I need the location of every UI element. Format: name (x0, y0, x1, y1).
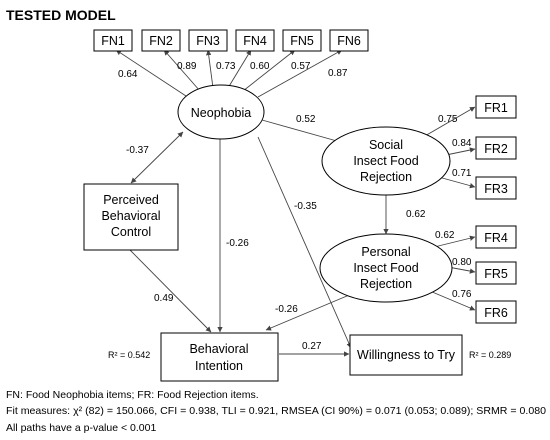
fn4-label: FN4 (243, 34, 267, 48)
fr4-label: FR4 (484, 231, 508, 245)
fr1-box (475, 95, 517, 119)
fn-loadings: 0.64 0.89 0.73 0.60 0.57 0.87 (118, 61, 348, 80)
social-label-line1: Social (369, 138, 403, 152)
fn4-box (235, 29, 275, 52)
fr2-box (475, 136, 517, 160)
fr-items: FR1 FR2 FR3 FR4 FR5 FR6 (475, 95, 517, 324)
path-pbc-bi (129, 249, 212, 333)
path-neo-fn2 (163, 49, 201, 92)
path-neo-wtt (257, 136, 352, 349)
pbc-label-line2: Behavioral (101, 209, 160, 223)
path-neo-fn4 (227, 49, 252, 89)
fr5-box (475, 261, 517, 285)
personal-label-line3: Rejection (360, 277, 412, 291)
fn1-label: FN1 (101, 34, 125, 48)
fn6-label: FN6 (337, 34, 361, 48)
coef-pbc-bi: 0.49 (154, 293, 174, 304)
footnote-fit: Fit measures: χ² (82) = 150.066, CFI = 0… (6, 405, 546, 417)
bi-label-line1: Behavioral (189, 342, 248, 356)
r2-bi: R² = 0.542 (108, 350, 150, 360)
loading-fr1: 0.75 (438, 114, 458, 125)
fn1-box (93, 29, 133, 52)
footnote-pvalue: All paths have a p-value < 0.001 (6, 422, 156, 434)
coef-neo-bi: -0.26 (226, 238, 249, 249)
pbc-node (83, 183, 179, 251)
bi-label-line2: Intention (195, 359, 243, 373)
social-label-line2: Insect Food (353, 154, 418, 168)
fn5-box (282, 29, 322, 52)
structural-paths (129, 119, 389, 357)
loading-fr3: 0.71 (452, 168, 472, 179)
coef-neo-pbc: -0.37 (126, 145, 149, 156)
path-neo-fn1 (115, 49, 187, 97)
fr4-box (475, 225, 517, 249)
neophobia-node (177, 84, 265, 140)
fn5-label: FN5 (290, 34, 314, 48)
coef-neo-social: 0.52 (296, 114, 316, 125)
fn-items: FN1 FN2 FN3 FN4 FN5 FN6 (93, 29, 369, 52)
fr3-label: FR3 (484, 182, 508, 196)
social-label-line3: Rejection (360, 170, 412, 184)
path-personal-fr5 (447, 266, 476, 274)
social-rejection-node (321, 126, 451, 196)
loading-fn3: 0.73 (216, 61, 236, 72)
loading-fr6: 0.76 (452, 289, 472, 300)
personal-label-line1: Personal (361, 245, 410, 259)
coef-bi-wtt: 0.27 (302, 341, 322, 352)
personal-rejection-node (319, 233, 453, 303)
loading-fr4: 0.62 (435, 230, 455, 241)
path-coefficients: 0.52 -0.37 0.62 -0.26 -0.35 0.49 -0.26 0… (126, 114, 426, 352)
fr2-label: FR2 (484, 142, 508, 156)
path-neo-pbc (130, 131, 184, 184)
loading-fr5: 0.80 (452, 257, 472, 268)
pbc-label-line1: Perceived (103, 193, 159, 207)
loading-fr2: 0.84 (452, 138, 472, 149)
loading-fn4: 0.60 (250, 61, 270, 72)
coef-social-personal: 0.62 (406, 209, 426, 220)
loading-fn5: 0.57 (291, 61, 311, 72)
path-social-fr2 (445, 147, 476, 156)
fn3-label: FN3 (196, 34, 220, 48)
pbc-label-line3: Control (111, 225, 151, 239)
fr1-label: FR1 (484, 101, 508, 115)
willingness-node (349, 334, 463, 376)
footnote-legend: FN: Food Neophobia items; FR: Food Rejec… (6, 389, 259, 401)
path-neo-fn5 (242, 49, 296, 92)
fn2-box (141, 29, 181, 52)
fr6-box (475, 300, 517, 324)
behavioral-intention-node (160, 332, 279, 382)
loading-fn6: 0.87 (328, 68, 348, 79)
wtt-label: Willingness to Try (357, 348, 456, 362)
path-social-fr1 (417, 106, 476, 141)
fn3-box (188, 29, 228, 52)
neophobia-label: Neophobia (191, 106, 252, 120)
fn6-box (329, 29, 369, 52)
path-neo-fn6 (257, 49, 343, 98)
diagram-title: TESTED MODEL (6, 7, 116, 23)
fn2-label: FN2 (149, 34, 173, 48)
fr5-label: FR5 (484, 267, 508, 281)
fr6-label: FR6 (484, 306, 508, 320)
personal-label-line2: Insect Food (353, 261, 418, 275)
loading-fn1: 0.64 (118, 69, 138, 80)
fr-loadings: 0.75 0.84 0.71 0.62 0.80 0.76 (435, 114, 472, 300)
fr3-box (475, 176, 517, 200)
path-neo-social (261, 119, 345, 145)
path-personal-bi (265, 292, 355, 331)
path-neo-fn3 (205, 49, 214, 89)
coef-personal-bi: -0.26 (275, 304, 298, 315)
r2-wtt: R² = 0.289 (469, 350, 511, 360)
coef-neo-wtt: -0.35 (294, 201, 317, 212)
loading-fn2: 0.89 (177, 61, 197, 72)
